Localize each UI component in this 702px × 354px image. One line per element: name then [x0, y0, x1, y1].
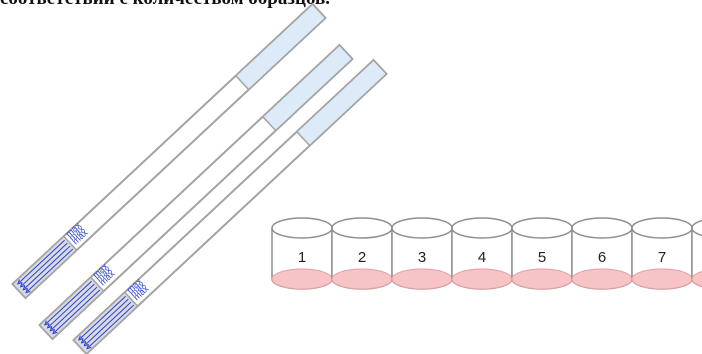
- strip-arrow-mark: [25, 288, 31, 294]
- cup-number: 7: [658, 249, 666, 266]
- strip-arrow-mark: [49, 326, 55, 332]
- cup-liquid: [331, 268, 393, 290]
- strip-grip-line: [51, 286, 98, 330]
- strip-grip-line: [45, 280, 92, 324]
- cup-liquid: [451, 268, 513, 290]
- cup-liquid: [571, 268, 633, 290]
- strip-arrow-mark: [52, 329, 58, 335]
- strip-grip-line: [48, 283, 95, 327]
- cup-number: 2: [358, 249, 366, 266]
- strip-reaction-pad: [261, 43, 354, 132]
- instruction-heading: соответствии с количеством образцов.: [0, 0, 702, 12]
- strip-grip-line: [88, 304, 135, 348]
- sample-cup: 2: [331, 217, 393, 290]
- cup-number: 5: [538, 249, 546, 266]
- cup-liquid: [631, 268, 693, 290]
- cup-rim: [691, 219, 702, 237]
- cup-number: 3: [418, 249, 426, 266]
- strip-arrow-mark: [22, 285, 28, 291]
- cup-rim: [451, 217, 513, 239]
- sample-cups-row: 1 2 3 4 5 6 7: [271, 217, 702, 290]
- cup-rim: [391, 217, 453, 239]
- sample-cup: [691, 219, 702, 288]
- cup-number: 6: [598, 249, 606, 266]
- strip-grip-area: [38, 276, 105, 341]
- strip-arrow-mark: [46, 323, 52, 329]
- sample-cup: 4: [451, 217, 513, 290]
- strip-arrow-mark: [83, 341, 89, 347]
- cup-rim: [271, 217, 333, 239]
- cup-liquid: [691, 271, 702, 287]
- sample-cup: 1: [271, 217, 333, 290]
- cup-liquid: [391, 268, 453, 290]
- cup-liquid: [511, 268, 573, 290]
- strip-grip-line: [18, 239, 65, 283]
- strip-grip-line: [54, 289, 101, 333]
- strip-grip-area: [11, 235, 78, 300]
- sample-cup: 6: [571, 217, 633, 290]
- strip-arrow-mark: [44, 320, 50, 326]
- cup-rim: [571, 217, 633, 239]
- strip-grip-line: [24, 245, 71, 289]
- strip-grip-line: [85, 301, 132, 345]
- cup-liquid: [271, 268, 333, 290]
- cup-number: 4: [478, 249, 486, 266]
- strip-reaction-pad: [295, 58, 388, 147]
- sample-cup: 7: [631, 217, 693, 290]
- cup-number: 1: [298, 249, 306, 266]
- cup-rim: [631, 217, 693, 239]
- strip-arrow-mark: [78, 335, 84, 341]
- sample-cup: 5: [511, 217, 573, 290]
- strip-reaction-pad: [234, 2, 327, 91]
- strip-grip-line: [79, 295, 126, 339]
- strip-arrow-mark: [19, 282, 25, 288]
- strip-arrow-mark: [17, 279, 23, 285]
- strip-arrow-mark: [86, 344, 92, 350]
- cup-rim: [331, 217, 393, 239]
- cup-rim: [511, 217, 573, 239]
- strip-arrow-mark: [80, 338, 86, 344]
- sample-cup: 3: [391, 217, 453, 290]
- strip-grip-line: [21, 242, 68, 286]
- strip-grip-line: [82, 298, 129, 342]
- strip-grip-line: [27, 248, 74, 292]
